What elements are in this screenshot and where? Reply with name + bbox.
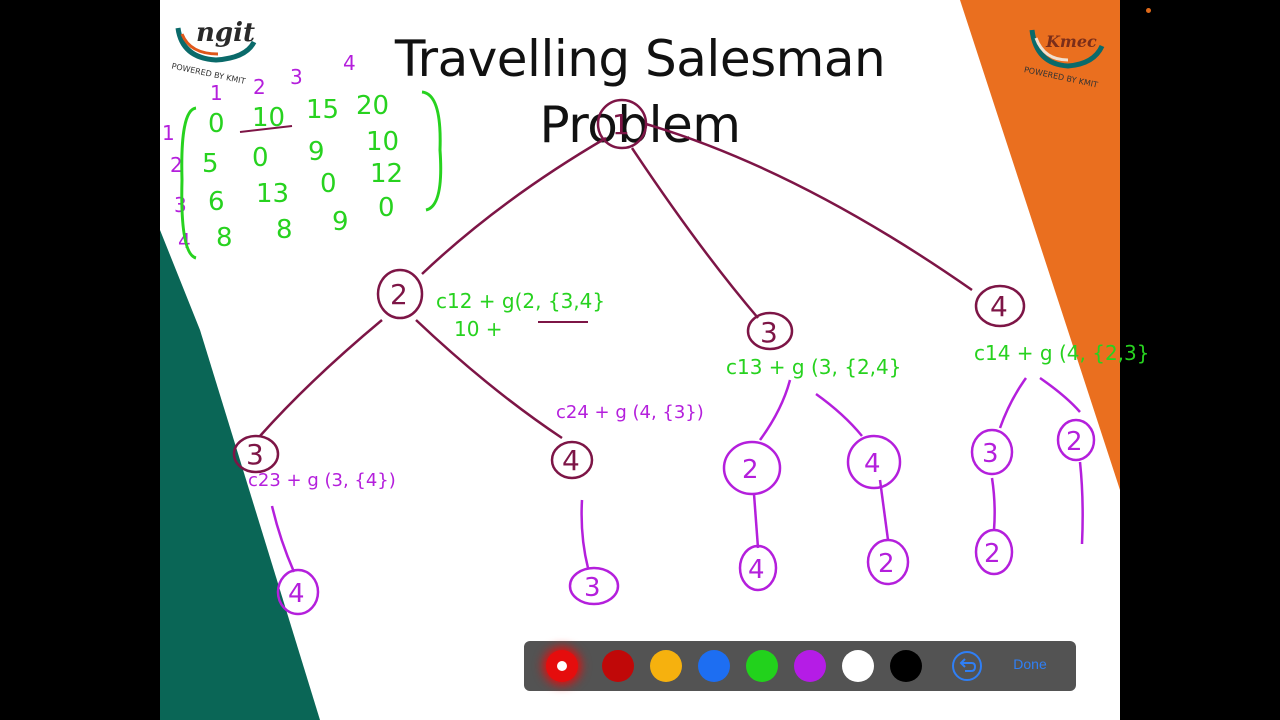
matrix-cell: 20 [356,91,389,121]
color-dark-red-button[interactable] [602,650,634,682]
tree-node-4-3 [970,428,1014,476]
matrix-cell: 0 [378,193,395,223]
undo-button[interactable] [951,650,983,682]
tree-node-label: 2 [742,455,759,485]
matrix-cell: 5 [202,149,219,179]
matrix-cell: 6 [208,187,225,217]
tree-edges-purple [270,376,1084,573]
matrix-cell: 0 [320,169,337,199]
row-header: 3 [174,193,187,217]
tree-node-4-3-2 [974,528,1014,576]
tree-node-3-4 [846,434,902,490]
col-header: 1 [210,81,223,105]
tree-node-4-2 [1056,418,1096,462]
tree-node-4 [974,284,1026,328]
color-purple-button[interactable] [794,650,826,682]
matrix-left-bracket [180,106,197,260]
color-yellow-button[interactable] [650,650,682,682]
tree-node-2-4-3 [568,566,620,606]
formula-node-3: c13 + g (3, {2,4} [726,355,901,379]
tree-node-label: 4 [562,444,580,477]
tree-node-label: 3 [246,438,264,471]
row-header: 2 [170,153,183,177]
tree-node-label: 3 [584,573,601,603]
matrix-cell: 0 [252,143,269,173]
matrix-cell: 13 [256,179,289,209]
orange-accent [960,0,1120,490]
matrix-cell: 12 [370,159,403,189]
ngit-wordmark: ngit [196,18,255,48]
matrix-cell: 9 [332,207,349,237]
color-blue-button[interactable] [698,650,730,682]
kmec-logo: POWERED BY KMIT Kmec [1022,10,1112,90]
color-white-button[interactable] [842,650,874,682]
color-green-button[interactable] [746,650,778,682]
matrix-cell: 8 [216,223,233,253]
col-header: 4 [343,51,356,75]
tree-node-label: 4 [748,555,765,585]
matrix-cell: 15 [306,95,339,125]
slide: POWERED BY KMIT ngit POWERED BY KMIT Kme… [160,0,1149,720]
done-button[interactable]: Done [1013,656,1047,672]
formula-node-2: c12 + g(2, {3,4} [436,289,605,313]
formula-node-2-4: c24 + g (4, {3}) [556,402,704,423]
ink-annotations: 1 2 3 4 1 2 3 4 0 10 15 20 5 0 9 10 6 13… [162,51,1149,616]
undo-icon [952,651,982,681]
tree-node-label: 1 [612,108,630,141]
matrix-underline [239,125,293,133]
row-header: 1 [162,121,175,145]
status-dot [1146,8,1151,13]
tree-node-1 [596,98,648,150]
tree-node-label: 4 [990,290,1008,323]
kmec-logo-swoosh: POWERED BY KMIT [1023,29,1105,90]
formula-node-2-sub: 10 + [454,317,503,341]
drawing-toolbar: Done [524,641,1076,691]
col-header: 3 [290,65,303,89]
teal-accent [160,230,320,720]
matrix-cell: 10 [252,103,285,133]
tree-node-label: 2 [390,278,408,311]
tree-node-3 [746,311,794,351]
matrix-cell: 8 [276,215,293,245]
formula-node-4: c14 + g (4, {2,3} [974,341,1149,365]
tree-node-label: 3 [982,439,999,469]
tree-node-2-4 [550,440,594,480]
color-red-button[interactable] [546,650,578,682]
tree-node-2 [376,268,424,320]
tree-node-3-4-2 [866,538,910,586]
col-header: 2 [253,75,266,99]
tree-node-label: 2 [984,539,1001,569]
tree-node-2-3-4 [276,568,320,616]
tree-node-label: 4 [288,579,305,609]
matrix-cell: 10 [366,127,399,157]
formula-node-2-3: c23 + g (3, {4}) [248,470,396,491]
tree-node-label: 4 [864,449,881,479]
tree-node-3-2 [722,440,782,496]
matrix-cell: 9 [308,137,325,167]
tree-node-label: 3 [760,316,778,349]
matrix-right-bracket [421,90,443,212]
tree-node-3-2-4 [738,544,778,592]
tree-node-label: 2 [878,549,895,579]
tree-node-2-3 [232,434,280,474]
tree-node-label: 2 [1066,427,1083,457]
slide-background [160,0,1120,720]
color-black-button[interactable] [890,650,922,682]
matrix-cell: 0 [208,109,225,139]
kmec-wordmark: Kmec [1046,32,1097,51]
tree-edges [259,122,973,440]
